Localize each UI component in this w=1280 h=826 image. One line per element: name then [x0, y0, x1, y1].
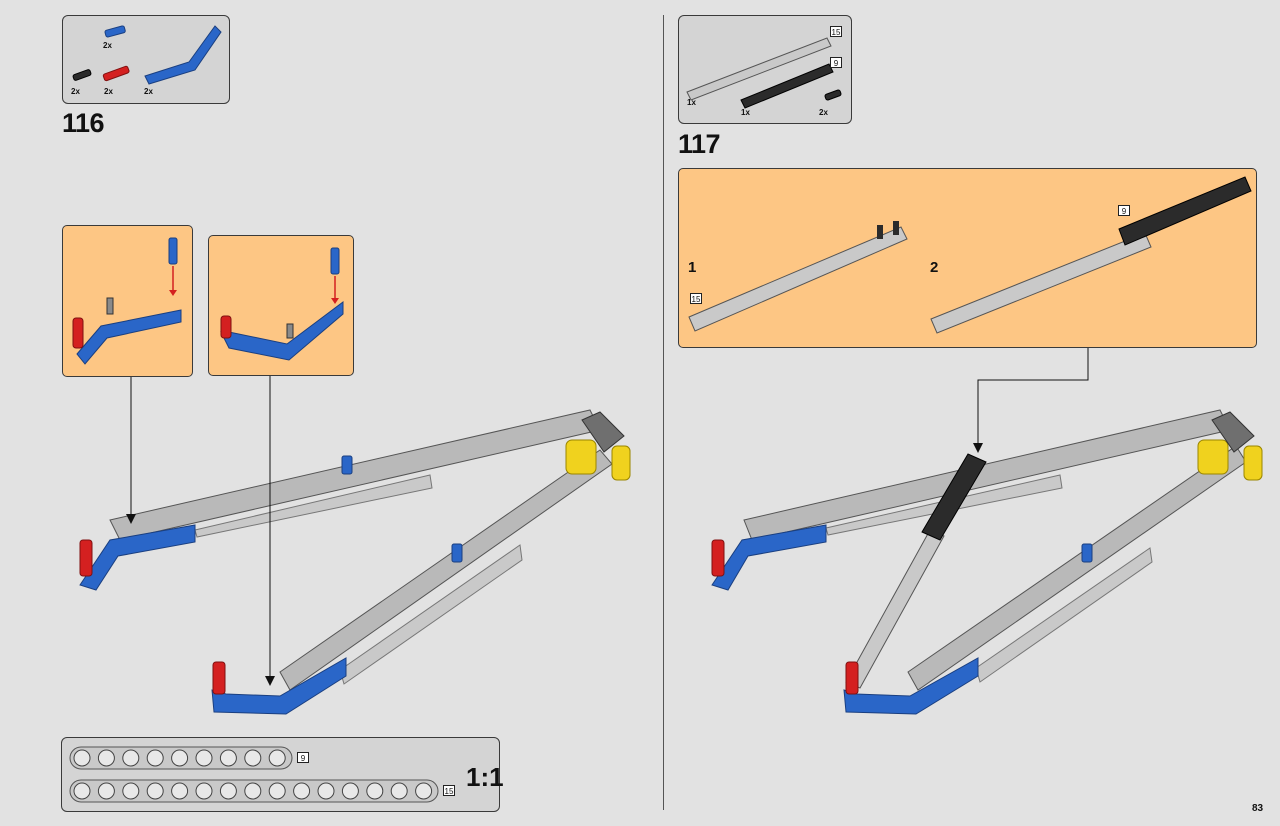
- beam-hole: [146, 782, 164, 800]
- length-label-15: 15: [830, 26, 842, 37]
- length-label-9: 9: [1118, 205, 1130, 216]
- beam-hole: [122, 749, 140, 767]
- part-qty: 2x: [103, 41, 112, 50]
- assembly-116: [79, 376, 631, 715]
- callout-left-art: [72, 237, 182, 365]
- callout-box-right: [208, 235, 354, 376]
- length-label-9: 9: [297, 752, 309, 763]
- scale-ratio: 1:1: [466, 762, 504, 792]
- part-qty: 1x: [687, 98, 696, 107]
- beam-hole: [366, 782, 384, 800]
- blue-axle-pin-icon: [104, 25, 126, 38]
- beam-hole: [97, 749, 115, 767]
- blue-angled-beam-icon: [144, 25, 222, 85]
- beam-hole: [122, 782, 140, 800]
- callout-right-art: [220, 247, 344, 361]
- beam-hole: [146, 749, 164, 767]
- beam-hole: [293, 782, 311, 800]
- beam-hole: [73, 782, 91, 800]
- step-number: 117: [678, 129, 721, 159]
- beam-hole: [317, 782, 335, 800]
- beam-hole: [268, 749, 286, 767]
- beam-hole: [244, 749, 262, 767]
- part-qty: 1x: [741, 108, 750, 117]
- length-label-9: 9: [830, 57, 842, 68]
- beam-hole: [171, 749, 189, 767]
- ruler-art: [69, 746, 439, 803]
- beam-hole: [244, 782, 262, 800]
- beam-hole: [390, 782, 408, 800]
- red-axle-pin-icon: [102, 65, 130, 82]
- length-label-15: 15: [690, 293, 702, 304]
- beam-hole: [171, 782, 189, 800]
- page-number: 83: [1252, 803, 1264, 814]
- substep-label: 1: [688, 259, 697, 276]
- beam-hole: [415, 782, 433, 800]
- beam-hole: [219, 749, 237, 767]
- part-qty: 2x: [819, 108, 828, 117]
- parts-list-116: 2x 2x 2x 2x: [62, 15, 230, 104]
- gray-beam-upper: [109, 409, 601, 541]
- length-label-15: 15: [443, 785, 455, 796]
- beam-hole: [73, 749, 91, 767]
- parts-list-117: 15 9 1x 1x 2x: [678, 15, 852, 124]
- black-friction-pin-icon: [72, 69, 92, 81]
- parts-list-116-art: [72, 25, 222, 85]
- beam-hole: [268, 782, 286, 800]
- page-divider: [663, 15, 664, 810]
- beam-hole: [341, 782, 359, 800]
- parts-list-117-art: [686, 37, 842, 109]
- beam-hole: [195, 749, 213, 767]
- step-number: 116: [62, 108, 105, 138]
- beam-hole: [219, 782, 237, 800]
- scale-ruler: 9 15 1:1: [61, 737, 504, 812]
- substep-panel-art: [688, 176, 1252, 334]
- callout-box-left: [62, 225, 193, 377]
- substep-label: 2: [930, 259, 939, 276]
- part-qty: 2x: [144, 87, 153, 96]
- beam-hole: [97, 782, 115, 800]
- beam-hole: [195, 782, 213, 800]
- part-qty: 2x: [104, 87, 113, 96]
- part-qty: 2x: [71, 87, 80, 96]
- substep-panel: 1 2 15 9: [678, 168, 1257, 348]
